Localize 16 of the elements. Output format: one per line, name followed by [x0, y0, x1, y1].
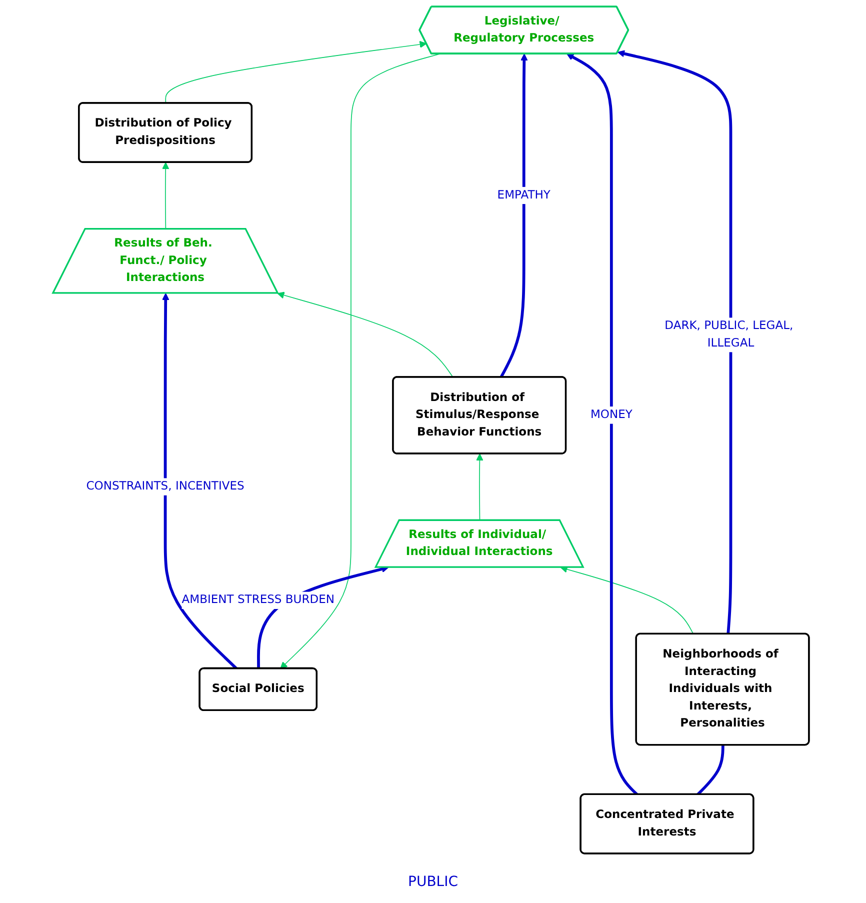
arrow	[500, 54, 528, 378]
edge-label: CONSTRAINTS, INCENTIVES	[86, 480, 244, 493]
arrow	[280, 54, 440, 669]
connector	[696, 745, 724, 796]
edge-label: MONEY	[590, 408, 632, 422]
edge-label: EMPATHY	[497, 188, 550, 202]
edge-label: AMBIENT STRESS BURDEN	[182, 593, 335, 607]
arrow	[277, 292, 454, 378]
arrow	[165, 40, 427, 104]
arrow	[617, 50, 732, 634]
edge-label: DARK, PUBLIC, LEGAL, ILLEGAL	[664, 319, 794, 350]
channel-label: PUBLIC	[408, 874, 458, 890]
arrow	[162, 293, 238, 670]
arrow	[162, 162, 170, 230]
arrow	[476, 454, 484, 521]
arrow	[566, 54, 638, 796]
